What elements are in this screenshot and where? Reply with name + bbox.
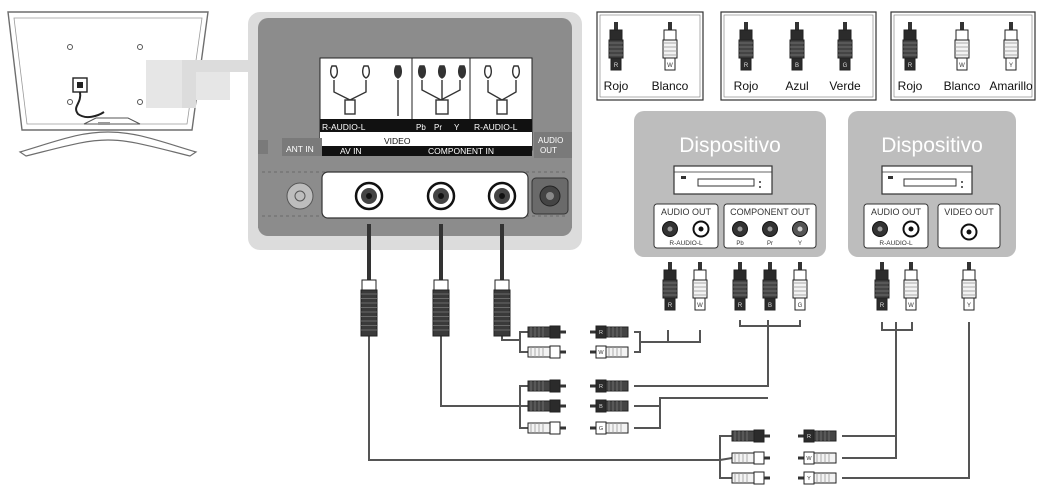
device-2-plug-audio-l: W (903, 262, 919, 311)
svg-text:B: B (599, 404, 603, 410)
plug-c-right-2: W (798, 451, 837, 465)
svg-text:W: W (806, 456, 812, 462)
label-ant-in: ANT IN (286, 144, 314, 154)
svg-text:R: R (614, 63, 619, 69)
legend-plug-1-2: W (662, 22, 678, 71)
label-pb: Pb (416, 123, 426, 132)
svg-text:B: B (768, 303, 772, 309)
device-1-plug-pr: R (732, 262, 748, 311)
svg-text:R: R (807, 434, 811, 440)
svg-text:R: R (738, 303, 743, 309)
device-2-audio-sublabel: R-AUDIO-L (879, 240, 913, 247)
device-1-component-out-label: COMPONENT OUT (730, 207, 810, 217)
tv-input-panel: R-AUDIO-L VIDEO Pb Pr Y R-AUDIO-L AV IN … (248, 12, 582, 250)
svg-text:W: W (598, 350, 604, 356)
device-1-plug-pb: B (762, 262, 778, 311)
plug-c-right-1: R (798, 429, 837, 443)
legend-2-label-2: Azul (785, 79, 808, 93)
svg-text:R: R (599, 330, 603, 336)
plug-c-left-1 (731, 429, 770, 443)
device-composite: Dispositivo AUDIO OUT R-AUDIO-L VIDEO OU… (848, 111, 1016, 257)
device-2-audio-out-label: AUDIO OUT (871, 207, 922, 217)
legend-3-label-1: Rojo (898, 79, 923, 93)
plug-b-left-3 (527, 421, 566, 435)
svg-text:Y: Y (967, 303, 971, 309)
svg-text:R: R (908, 63, 913, 69)
svg-text:W: W (959, 63, 965, 69)
plug-b-right-1: R (590, 379, 629, 393)
device-1-audio-sublabel: R-AUDIO-L (669, 240, 703, 247)
label-audio-out-2: OUT (540, 146, 557, 155)
label-audio-out-1: AUDIO (538, 136, 563, 145)
plug-c-left-2 (731, 451, 770, 465)
svg-text:R: R (668, 303, 673, 309)
svg-text:B: B (795, 63, 799, 69)
device-1-title: Dispositivo (679, 134, 781, 157)
device-component: Dispositivo AUDIO OUT R-AUDIO-L COMPONEN… (634, 111, 826, 257)
device-2-plug-audio-r: R (874, 262, 890, 311)
legend-plug-1-1: R (608, 22, 624, 71)
legend-2-label-3: Verde (829, 79, 861, 93)
device-1-sub-pr: Pr (767, 241, 773, 247)
svg-text:W: W (697, 303, 703, 309)
svg-text:Y: Y (1009, 63, 1013, 69)
device-1-plug-audio-r: R (662, 262, 678, 311)
legend-plug-3-1: R (902, 22, 918, 71)
plug-a-left-1 (527, 325, 566, 339)
plug-b-left-2 (527, 399, 566, 413)
label-av-in: AV IN (340, 146, 362, 156)
device-1-plug-y: G (792, 262, 808, 311)
device-1-audio-out-label: AUDIO OUT (661, 207, 712, 217)
legend-1-label-2: Blanco (652, 79, 689, 93)
legend-plug-3-2: W (954, 22, 970, 71)
device-1-sub-pb: Pb (736, 241, 744, 247)
svg-text:Y: Y (807, 476, 811, 482)
svg-text:G: G (798, 303, 803, 309)
label-video: VIDEO (384, 136, 411, 146)
device-1-player-icon (673, 165, 773, 195)
jack-component-y (426, 181, 456, 211)
plug-a-right-2: W (590, 345, 629, 359)
tv-rear-illustration (7, 11, 248, 157)
label-pr: Pr (434, 123, 442, 132)
label-y: Y (454, 123, 460, 132)
plug-b-right-3: G (590, 421, 629, 435)
device-2-plug-video: Y (961, 262, 977, 311)
plug-c-right-3: Y (798, 471, 837, 485)
svg-text:W: W (667, 63, 673, 69)
legend-plug-2-1: R (738, 22, 754, 71)
svg-text:R: R (744, 63, 749, 69)
jack-component-pr (487, 181, 517, 211)
plug-c-left-3 (731, 471, 770, 485)
plug-a-left-2 (527, 345, 566, 359)
tv-cable-plug-2 (432, 224, 450, 337)
svg-text:R: R (880, 303, 885, 309)
plug-a-right-1: R (590, 325, 629, 339)
legend-plug-2-2: B (789, 22, 805, 71)
label-audio-left: R-AUDIO-L (322, 122, 366, 132)
device-1-plug-audio-l: W (692, 262, 708, 311)
legend-plug-2-3: G (837, 22, 853, 71)
device-2-player-icon (881, 165, 973, 195)
label-component-in: COMPONENT IN (428, 146, 494, 156)
tv-cable-plug-3 (493, 224, 511, 337)
device-1-sub-y: Y (798, 241, 802, 247)
svg-text:W: W (908, 303, 914, 309)
jack-av-in (354, 181, 384, 211)
legend-3-label-3: Amarillo (989, 79, 1033, 93)
plug-b-right-2: B (590, 399, 629, 413)
legend-1-label-1: Rojo (604, 79, 629, 93)
tv-cable-plug-1 (360, 224, 378, 337)
svg-text:G: G (599, 426, 603, 432)
svg-text:R: R (599, 384, 603, 390)
plug-b-left-1 (527, 379, 566, 393)
device-2-video-out-label: VIDEO OUT (944, 207, 994, 217)
legend-plug-3-3: Y (1003, 22, 1019, 71)
legend-3-label-2: Blanco (944, 79, 981, 93)
device-2-title: Dispositivo (881, 134, 983, 157)
legend-2-label-1: Rojo (734, 79, 759, 93)
svg-text:G: G (843, 63, 848, 69)
label-audio-right: R-AUDIO-L (474, 122, 518, 132)
